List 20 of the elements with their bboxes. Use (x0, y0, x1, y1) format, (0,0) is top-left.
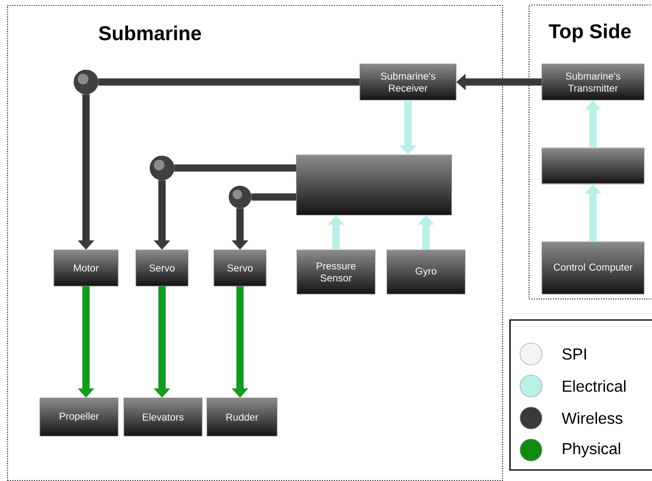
junction-ball (228, 186, 252, 208)
component-box: Motor (54, 250, 118, 286)
legend-label: Electrical (562, 380, 626, 392)
component-box: Gyro (386, 250, 466, 294)
legend-label: Physical (562, 442, 620, 458)
junction-ball (150, 156, 174, 180)
legend-label: Wireless (562, 412, 622, 424)
component-box: Control Computer (542, 242, 644, 294)
component-box (296, 154, 452, 216)
component-box (542, 148, 644, 184)
component-box: Propeller (40, 398, 118, 436)
junction-ball (74, 70, 98, 94)
component-box: Elevators (124, 398, 202, 436)
component-box: Submarine's Receiver (360, 64, 456, 100)
component-box: Pressure Sensor (296, 250, 376, 294)
component-box: Submarine's Transmitter (542, 64, 644, 100)
legend-label: SPI (562, 348, 586, 360)
component-box: Servo (136, 250, 188, 286)
component-box: Rudder (206, 398, 278, 436)
component-box: Servo (214, 250, 266, 286)
